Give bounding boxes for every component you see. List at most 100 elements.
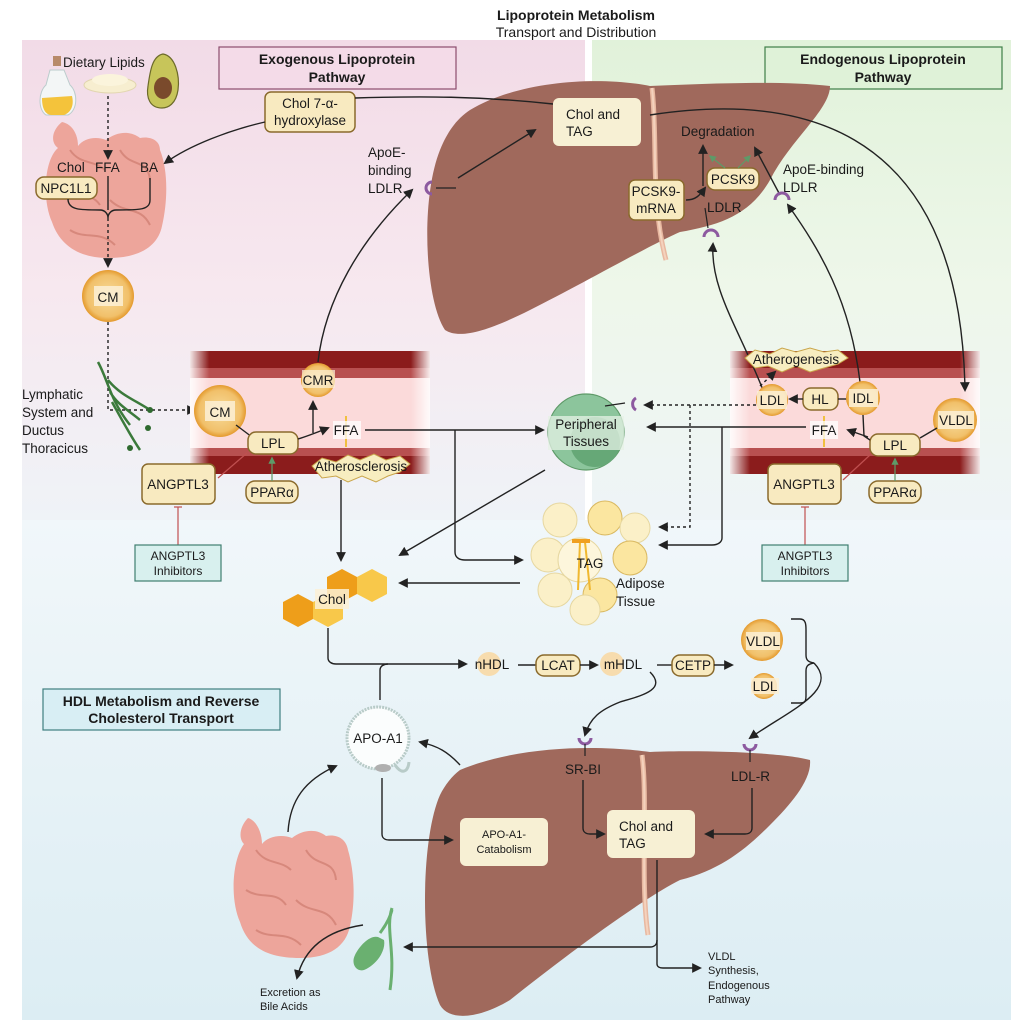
- peripheral-tissues: Peripheral Tissues: [547, 393, 625, 471]
- svg-text:ANGPTL3: ANGPTL3: [778, 549, 833, 563]
- svg-text:CM: CM: [210, 405, 231, 420]
- svg-text:ANGPTL3: ANGPTL3: [773, 477, 835, 492]
- svg-text:Chol: Chol: [318, 592, 346, 607]
- svg-text:CETP: CETP: [675, 658, 711, 673]
- mayonnaise-icon: [83, 74, 137, 94]
- idl-vessel: IDL: [846, 381, 880, 415]
- svg-text:Inhibitors: Inhibitors: [781, 564, 830, 578]
- ldl-vessel: LDL: [756, 384, 788, 416]
- lpl-box-left: LPL: [247, 431, 299, 455]
- apoe-ldlr-label-right: ApoE-binding LDLR: [783, 162, 868, 195]
- svg-text:Pathway: Pathway: [309, 69, 366, 85]
- chol-tag-box-top: Chol and TAG: [553, 98, 641, 146]
- ldlr-label-bottom: LDL-R: [731, 769, 770, 784]
- svg-text:PCSK9-: PCSK9-: [632, 184, 681, 199]
- chol-label: Chol: [57, 160, 85, 175]
- npc1l1-box: NPC1L1: [35, 176, 98, 200]
- apoa1-protein: APO-A1: [345, 705, 411, 773]
- angptl3-box-right: ANGPTL3: [767, 463, 842, 505]
- ldlr-label-top: LDLR: [707, 200, 742, 215]
- svg-text:APO-A1-: APO-A1-: [482, 829, 526, 841]
- exogenous-header: Exogenous Lipoprotein Pathway: [218, 46, 457, 90]
- svg-text:mRNA: mRNA: [636, 201, 676, 216]
- ffa-vessel-left: FFA: [333, 416, 361, 447]
- lymphatic-vessel-icon: [96, 361, 153, 451]
- svg-text:ANGPTL3: ANGPTL3: [147, 477, 209, 492]
- ldlr-receptor-right: [773, 191, 791, 201]
- svg-text:LCAT: LCAT: [541, 658, 575, 673]
- chylomicron-remnant: CMR: [301, 363, 335, 397]
- lpl-box-right: LPL: [869, 433, 921, 457]
- svg-text:HL: HL: [811, 392, 829, 407]
- svg-text:ANGPTL3: ANGPTL3: [151, 549, 206, 563]
- svg-text:Peripheral: Peripheral: [555, 417, 617, 432]
- vldl-hdl: VLDL: [741, 619, 783, 661]
- svg-text:TAG: TAG: [577, 556, 604, 571]
- lymphatic-label: Lymphatic System and Ductus Thoracicus: [22, 387, 97, 456]
- adipose-tissue-label: Adipose Tissue: [616, 576, 669, 609]
- ldl-to-ldlr-arrow: [707, 242, 766, 396]
- peripheral-to-chol-arrow: [398, 469, 546, 556]
- apoa1-to-catabolism-arrow: [381, 778, 454, 845]
- ldlr-receptor-bottom: [742, 743, 758, 762]
- svg-text:CMR: CMR: [303, 373, 334, 388]
- liver-to-vldl-synthesis-arrow: [656, 940, 702, 973]
- ldlr-receptor-peripheral: [604, 396, 637, 412]
- svg-text:Inhibitors: Inhibitors: [154, 564, 203, 578]
- svg-text:VLDL: VLDL: [939, 413, 973, 428]
- diagram-subtitle: Transport and Distribution: [496, 24, 657, 40]
- gallbladder-icon: [353, 907, 394, 991]
- svg-text:mHDL: mHDL: [604, 657, 643, 672]
- vldl-vessel: VLDL: [933, 398, 977, 442]
- svg-text:LPL: LPL: [261, 436, 286, 451]
- cetp-box: CETP: [671, 654, 715, 677]
- svg-text:PPARα: PPARα: [873, 485, 917, 500]
- cmr-to-ldlr-arrow: [317, 188, 414, 363]
- svg-text:TAG: TAG: [619, 836, 646, 851]
- idl-to-ldlr-arrow: [786, 203, 861, 383]
- svg-text:Pathway: Pathway: [855, 69, 912, 85]
- atherogenesis-burst: Atherogenesis: [744, 347, 849, 373]
- svg-text:Endogenous Lipoprotein: Endogenous Lipoprotein: [800, 51, 966, 67]
- svg-text:CM: CM: [98, 290, 119, 305]
- intestine-to-apoa1-arrow: [287, 764, 338, 833]
- chol-to-nhdl-arrow: [327, 628, 468, 669]
- srbi-label: SR-BI: [565, 762, 601, 777]
- ppara-box-right: PPARα: [868, 480, 922, 504]
- svg-text:Chol 7-α-: Chol 7-α-: [282, 96, 338, 111]
- vldl-synthesis-label: VLDL Synthesis, Endogenous Pathway: [708, 951, 773, 1006]
- ba-label: BA: [140, 160, 158, 175]
- svg-text:PPARα: PPARα: [250, 485, 294, 500]
- svg-text:TAG: TAG: [566, 124, 593, 139]
- svg-text:LDL: LDL: [753, 679, 778, 694]
- svg-text:Atherosclerosis: Atherosclerosis: [315, 459, 408, 474]
- oil-bottle-icon: [39, 56, 77, 116]
- liver-to-apoa1-arrow: [418, 738, 461, 766]
- absorption-bracket: [67, 178, 151, 219]
- pcsk9-mrna-box: PCSK9- mRNA: [628, 179, 685, 221]
- nhdl-particle: nHDL: [475, 652, 510, 676]
- bracket-to-ldlr-arrow: [748, 662, 822, 740]
- svg-text:hydroxylase: hydroxylase: [274, 113, 346, 128]
- chol7a-to-ba-arrow: [163, 121, 266, 165]
- ldlr-receptor-top: [702, 228, 720, 238]
- cholesterol-molecule-icon: Chol: [283, 569, 387, 627]
- excretion-label: Excretion as Bile Acids: [260, 987, 324, 1013]
- intestine-bottom: [233, 818, 354, 958]
- adipose-tissue: TAG: [530, 500, 651, 626]
- cm-to-vessel-arrow: [107, 322, 197, 415]
- svg-text:HDL Metabolism and Reverse: HDL Metabolism and Reverse: [63, 693, 260, 709]
- svg-text:Exogenous Lipoprotein: Exogenous Lipoprotein: [259, 51, 415, 67]
- svg-text:Atherogenesis: Atherogenesis: [753, 352, 840, 367]
- lcat-box: LCAT: [535, 654, 581, 677]
- svg-text:VLDL: VLDL: [746, 634, 780, 649]
- svg-text:NPC1L1: NPC1L1: [40, 181, 91, 196]
- angptl3-inhibitors-box-right: ANGPTL3 Inhibitors: [761, 544, 849, 582]
- mhdl-particle: mHDL: [600, 652, 643, 676]
- ppara-box-left: PPARα: [245, 480, 299, 504]
- svg-text:IDL: IDL: [852, 391, 874, 406]
- svg-text:Chol and: Chol and: [619, 819, 673, 834]
- ldlr-receptor-left: [424, 180, 456, 196]
- diagram-title: Lipoprotein Metabolism: [497, 7, 655, 23]
- svg-text:LDL: LDL: [760, 393, 785, 408]
